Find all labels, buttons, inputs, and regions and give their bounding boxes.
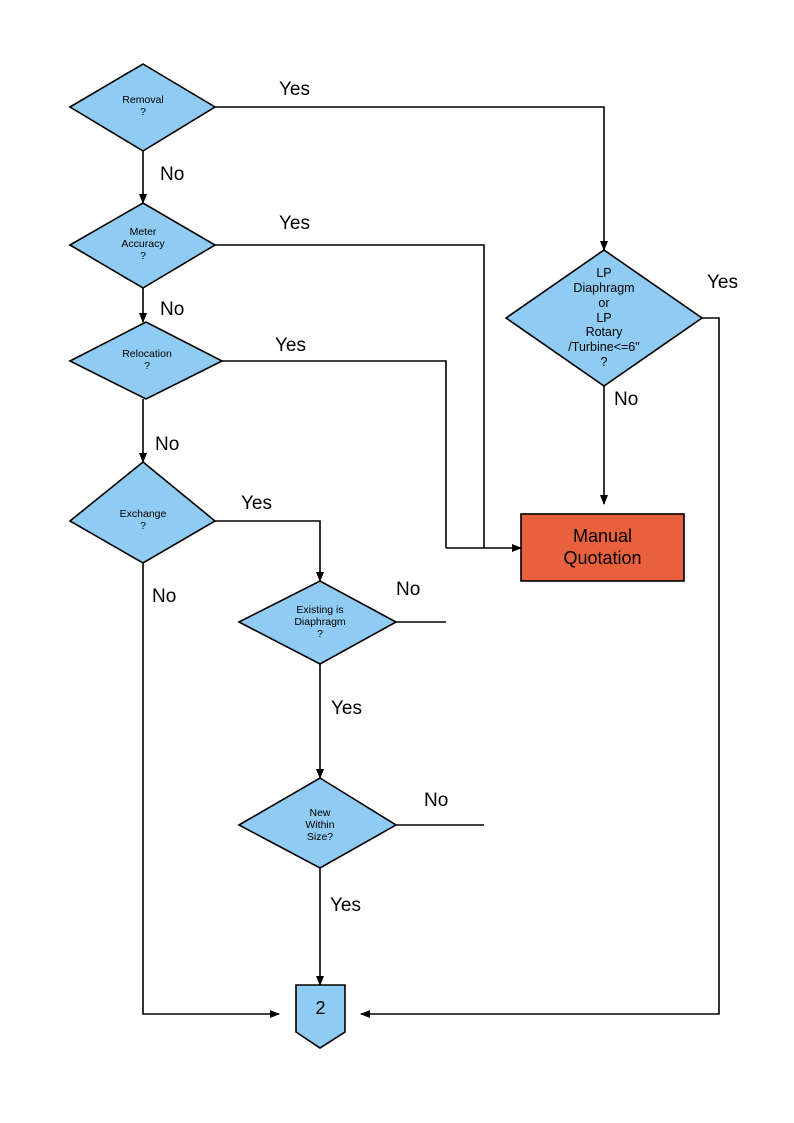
node-meter-accuracy xyxy=(68,202,217,289)
edge-label-removal-yes: Yes xyxy=(279,79,310,100)
node-removal xyxy=(68,63,217,152)
edge-label-lp-no: No xyxy=(614,389,639,410)
edge-relocation-yes xyxy=(222,360,447,548)
edge-exchange-no xyxy=(142,563,280,1018)
node-connector-2 xyxy=(295,984,346,1049)
edge-label-relocation-yes: Yes xyxy=(275,335,306,356)
edge-label-accuracy-no: No xyxy=(160,299,185,320)
edge-label-removal-no: No xyxy=(160,164,185,185)
node-new-within-size xyxy=(237,777,398,869)
edge-removal-yes xyxy=(215,106,608,251)
edge-label-newsize-no: No xyxy=(424,790,449,811)
edge-label-accuracy-yes: Yes xyxy=(279,213,310,234)
edge-accuracy-yes xyxy=(215,244,485,548)
edge-label-relocation-no: No xyxy=(155,434,180,455)
node-existing-is-diaphragm xyxy=(237,580,398,665)
node-manual-quotation xyxy=(520,513,685,582)
edge-label-exchange-yes: Yes xyxy=(241,493,272,514)
node-exchange xyxy=(68,460,217,564)
edge-exchange-yes xyxy=(215,520,324,582)
edge-label-existing-yes: Yes xyxy=(331,698,362,719)
edge-lp-yes xyxy=(360,317,720,1018)
node-relocation xyxy=(68,321,224,400)
edge-label-lp-yes: Yes xyxy=(707,272,738,293)
edge-label-newsize-yes: Yes xyxy=(330,895,361,916)
edge-label-exchange-no: No xyxy=(152,586,177,607)
node-lp-diaphragm-rotary xyxy=(504,249,704,387)
edge-label-existing-no: No xyxy=(396,579,421,600)
